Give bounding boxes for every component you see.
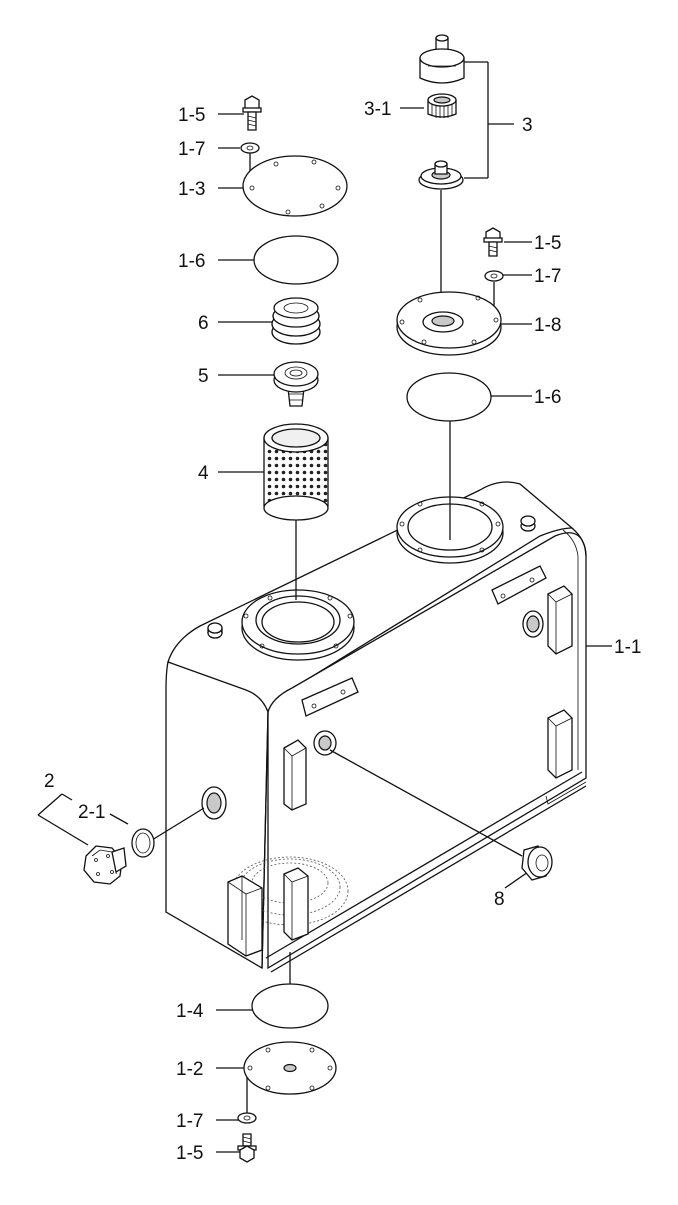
strainer-3-1 (427, 93, 457, 118)
label-4: 4 (198, 463, 209, 484)
drain-plate-1-2 (243, 1041, 337, 1095)
label-6: 6 (198, 313, 209, 334)
plug-cap-2 (83, 845, 127, 885)
label-1-6-left: 1-6 (178, 251, 205, 272)
label-8: 8 (494, 889, 505, 910)
label-1-2: 1-2 (176, 1059, 203, 1080)
gasket-1-6-right (406, 372, 492, 422)
label-1-7-bottom: 1-7 (176, 1111, 203, 1132)
part-labels: 1-5 1-7 1-3 1-6 6 5 4 3 3-1 1-5 1-7 1-8 … (44, 99, 641, 1164)
washer-1-7-right (484, 270, 504, 282)
level-gauge-8 (521, 845, 553, 881)
label-1-7-top: 1-7 (178, 139, 205, 160)
spring-6 (271, 297, 321, 345)
washer-1-7-top (240, 142, 260, 154)
label-1-5-top: 1-5 (178, 105, 205, 126)
cover-plate-1-3 (242, 155, 348, 217)
label-1-7-right: 1-7 (534, 266, 561, 287)
label-1-4: 1-4 (176, 1001, 204, 1022)
breather-base-3 (418, 160, 464, 190)
label-2: 2 (44, 771, 55, 792)
label-3-1: 3-1 (364, 99, 391, 120)
cover-1-8 (396, 291, 502, 356)
label-1-5-right: 1-5 (534, 233, 561, 254)
label-1-5-bottom: 1-5 (176, 1143, 203, 1164)
bypass-valve-5 (273, 361, 319, 407)
label-3: 3 (522, 115, 533, 136)
bolt-1-5-top (242, 95, 262, 131)
bolt-1-5-bottom (237, 1133, 257, 1163)
washer-1-7-bottom (237, 1112, 257, 1124)
bolt-1-5-right (483, 227, 503, 257)
hydraulic-tank (165, 481, 587, 973)
label-2-1: 2-1 (78, 802, 105, 823)
label-1-6-right: 1-6 (534, 387, 561, 408)
label-1-3: 1-3 (178, 179, 205, 200)
label-5: 5 (198, 366, 209, 387)
gasket-1-6-left (253, 235, 339, 285)
label-1-1: 1-1 (614, 637, 641, 658)
filter-element-4 (263, 423, 329, 521)
o-ring-2-1 (131, 828, 155, 858)
gasket-1-4 (251, 983, 329, 1029)
breather-3 (419, 34, 465, 84)
label-1-8: 1-8 (534, 315, 561, 336)
